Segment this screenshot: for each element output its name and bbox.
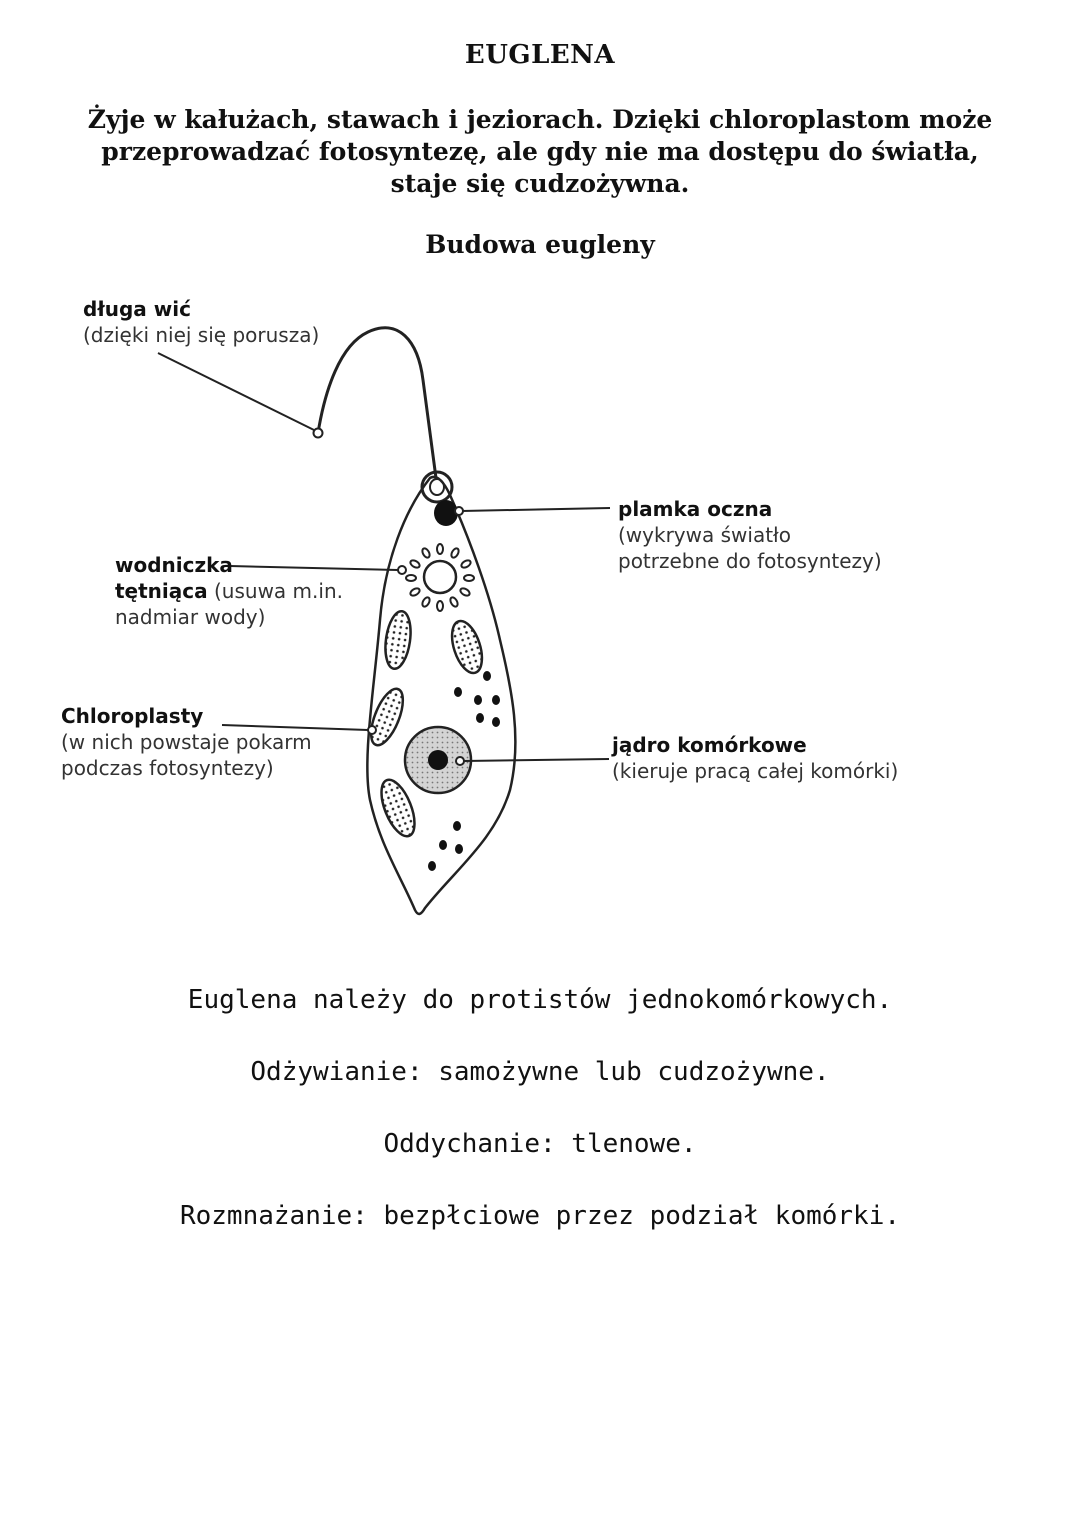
label-chloroplasts-desc-2: podczas fotosyntezy) — [61, 756, 274, 780]
fact-nutrition: Odżywianie: samożywne lub cudzożywne. — [250, 1057, 830, 1087]
label-nucleus-desc: (kieruje pracą całej komórki) — [612, 759, 899, 783]
label-vacuole-desc-2: nadmiar wody) — [115, 605, 266, 629]
fact-reproduction: Rozmnażanie: bezpłciowe przez podział ko… — [179, 1201, 901, 1231]
chloroplast — [369, 687, 405, 747]
label-vacuole-desc-1: (usuwa m.in. — [214, 579, 343, 603]
leader-chloroplasts — [221, 724, 369, 731]
leader-vacuole — [229, 565, 399, 571]
label-flagellum-name: długa wić — [83, 297, 191, 321]
facts-list: Euglena należy do protistów jednokomórko… — [0, 985, 1080, 1273]
label-chloroplasts-desc-1: (w nich powstaje pokarm — [61, 730, 312, 754]
vacuole-rosette — [405, 543, 475, 612]
euglena-diagram — [157, 326, 611, 916]
label-vacuole-name-2: tętniąca — [115, 579, 208, 603]
label-chloroplasts: Chloroplasty (w nich powstaje pokarm pod… — [61, 703, 312, 781]
intro-paragraph: Żyje w kałużach, stawach i jeziorach. Dz… — [80, 104, 1000, 200]
label-eyespot: plamka oczna (wykrywa światło potrzebne … — [618, 496, 882, 574]
label-nucleus: jądro komórkowe (kieruje pracą całej kom… — [612, 732, 898, 784]
flagellum — [316, 326, 438, 479]
fact-classification: Euglena należy do protistów jednokomórko… — [187, 985, 893, 1015]
contractile-vacuole — [422, 559, 458, 595]
chloroplast-group — [369, 609, 484, 838]
label-chloroplasts-name: Chloroplasty — [61, 704, 204, 728]
cell-body-outline — [366, 475, 517, 916]
leader-flagellum — [157, 352, 315, 431]
intro-line-1: Żyje w kałużach, stawach i jeziorach. Dz… — [87, 105, 993, 134]
chloroplast — [450, 619, 484, 675]
page-title: EUGLENA — [464, 40, 616, 70]
label-eyespot-name: plamka oczna — [618, 497, 773, 521]
label-flagellum-desc: (dzięki niej się porusza) — [83, 323, 320, 347]
chloroplast — [384, 609, 412, 671]
intro-line-3: staje się cudzożywna. — [390, 169, 690, 198]
label-flagellum: długa wić (dzięki niej się porusza) — [83, 296, 319, 348]
label-eyespot-desc-2: potrzebne do fotosyntezy) — [618, 549, 882, 573]
fact-respiration: Oddychanie: tlenowe. — [383, 1129, 697, 1159]
intro-line-2: przeprowadzać fotosyntezę, ale gdy nie m… — [101, 137, 979, 166]
leader-nucleus — [463, 758, 610, 762]
reservoir — [420, 470, 454, 504]
paramylon-granules — [428, 671, 500, 871]
leader-eyespot — [461, 507, 611, 512]
label-vacuole-name-1: wodniczka — [115, 553, 233, 577]
nucleolus — [428, 750, 448, 770]
label-nucleus-name: jądro komórkowe — [612, 733, 807, 757]
eyespot — [434, 500, 458, 526]
label-eyespot-desc-1: (wykrywa światło — [618, 523, 791, 547]
chloroplast — [380, 778, 416, 838]
label-vacuole: wodniczka tętniąca (usuwa m.in. nadmiar … — [115, 552, 343, 630]
diagram-subtitle: Budowa eugleny — [425, 230, 655, 259]
